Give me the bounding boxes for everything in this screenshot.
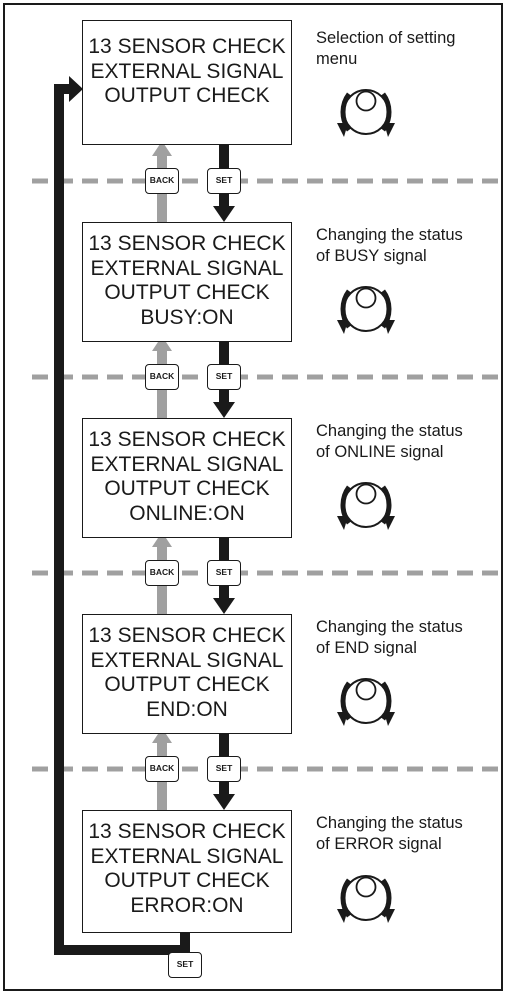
diagram-frame (3, 3, 503, 991)
screen-line: EXTERNAL SIGNAL (90, 648, 284, 672)
back-button[interactable]: BACK (145, 364, 179, 390)
note-error-signal: Changing the status of ERROR signal (316, 813, 496, 855)
note-end-signal: Changing the status of END signal (316, 617, 496, 659)
dashed-dividers (32, 178, 500, 772)
lcd-screen-end: 13 SENSOR CHECK EXTERNAL SIGNAL OUTPUT C… (82, 614, 292, 734)
set-button-return[interactable]: SET (168, 952, 202, 978)
note-line: Changing the status (316, 226, 463, 244)
back-button[interactable]: BACK (145, 560, 179, 586)
screen-line: 13 SENSOR CHECK (88, 624, 286, 647)
note-setting-menu: Selection of setting menu (316, 28, 496, 70)
note-line: Changing the status (316, 422, 463, 440)
screen-line: EXTERNAL SIGNAL (90, 844, 284, 868)
lcd-screen-error: 13 SENSOR CHECK EXTERNAL SIGNAL OUTPUT C… (82, 810, 292, 933)
note-line: Changing the status (316, 814, 463, 832)
screen-line: ERROR:ON (130, 893, 244, 917)
loop-return-arrow-icon (54, 76, 190, 955)
screen-line: OUTPUT CHECK (104, 281, 270, 304)
screen-line: EXTERNAL SIGNAL (90, 256, 284, 280)
note-line: Changing the status (316, 618, 463, 636)
screen-line: OUTPUT CHECK (104, 84, 270, 107)
screen-line: END:ON (146, 697, 228, 721)
note-line: menu (316, 50, 358, 68)
lcd-screen-busy: 13 SENSOR CHECK EXTERNAL SIGNAL OUTPUT C… (82, 222, 292, 342)
note-line: of END signal (316, 639, 417, 657)
note-line: of ONLINE signal (316, 443, 444, 461)
screen-line: ONLINE:ON (129, 501, 245, 525)
screen-line: 13 SENSOR CHECK (88, 820, 286, 843)
screen-line: EXTERNAL SIGNAL (90, 59, 284, 83)
note-busy-signal: Changing the status of BUSY signal (316, 225, 496, 267)
screen-line: OUTPUT CHECK (104, 869, 270, 892)
screen-line: OUTPUT CHECK (104, 673, 270, 696)
note-online-signal: Changing the status of ONLINE signal (316, 421, 496, 463)
set-button[interactable]: SET (207, 560, 241, 586)
lcd-screen-online: 13 SENSOR CHECK EXTERNAL SIGNAL OUTPUT C… (82, 418, 292, 538)
screen-line: 13 SENSOR CHECK (88, 428, 286, 451)
screen-line: EXTERNAL SIGNAL (90, 452, 284, 476)
screen-line: BUSY:ON (140, 305, 234, 329)
screen-line: OUTPUT CHECK (104, 477, 270, 500)
set-button[interactable]: SET (207, 168, 241, 194)
note-line: of BUSY signal (316, 247, 427, 265)
note-line: Selection of setting (316, 29, 456, 47)
note-line: of ERROR signal (316, 835, 442, 853)
set-button[interactable]: SET (207, 756, 241, 782)
back-button[interactable]: BACK (145, 756, 179, 782)
set-button[interactable]: SET (207, 364, 241, 390)
screen-line: 13 SENSOR CHECK (88, 35, 286, 58)
lcd-screen-menu: 13 SENSOR CHECK EXTERNAL SIGNAL OUTPUT C… (82, 20, 292, 145)
back-button[interactable]: BACK (145, 168, 179, 194)
screen-line: 13 SENSOR CHECK (88, 232, 286, 255)
